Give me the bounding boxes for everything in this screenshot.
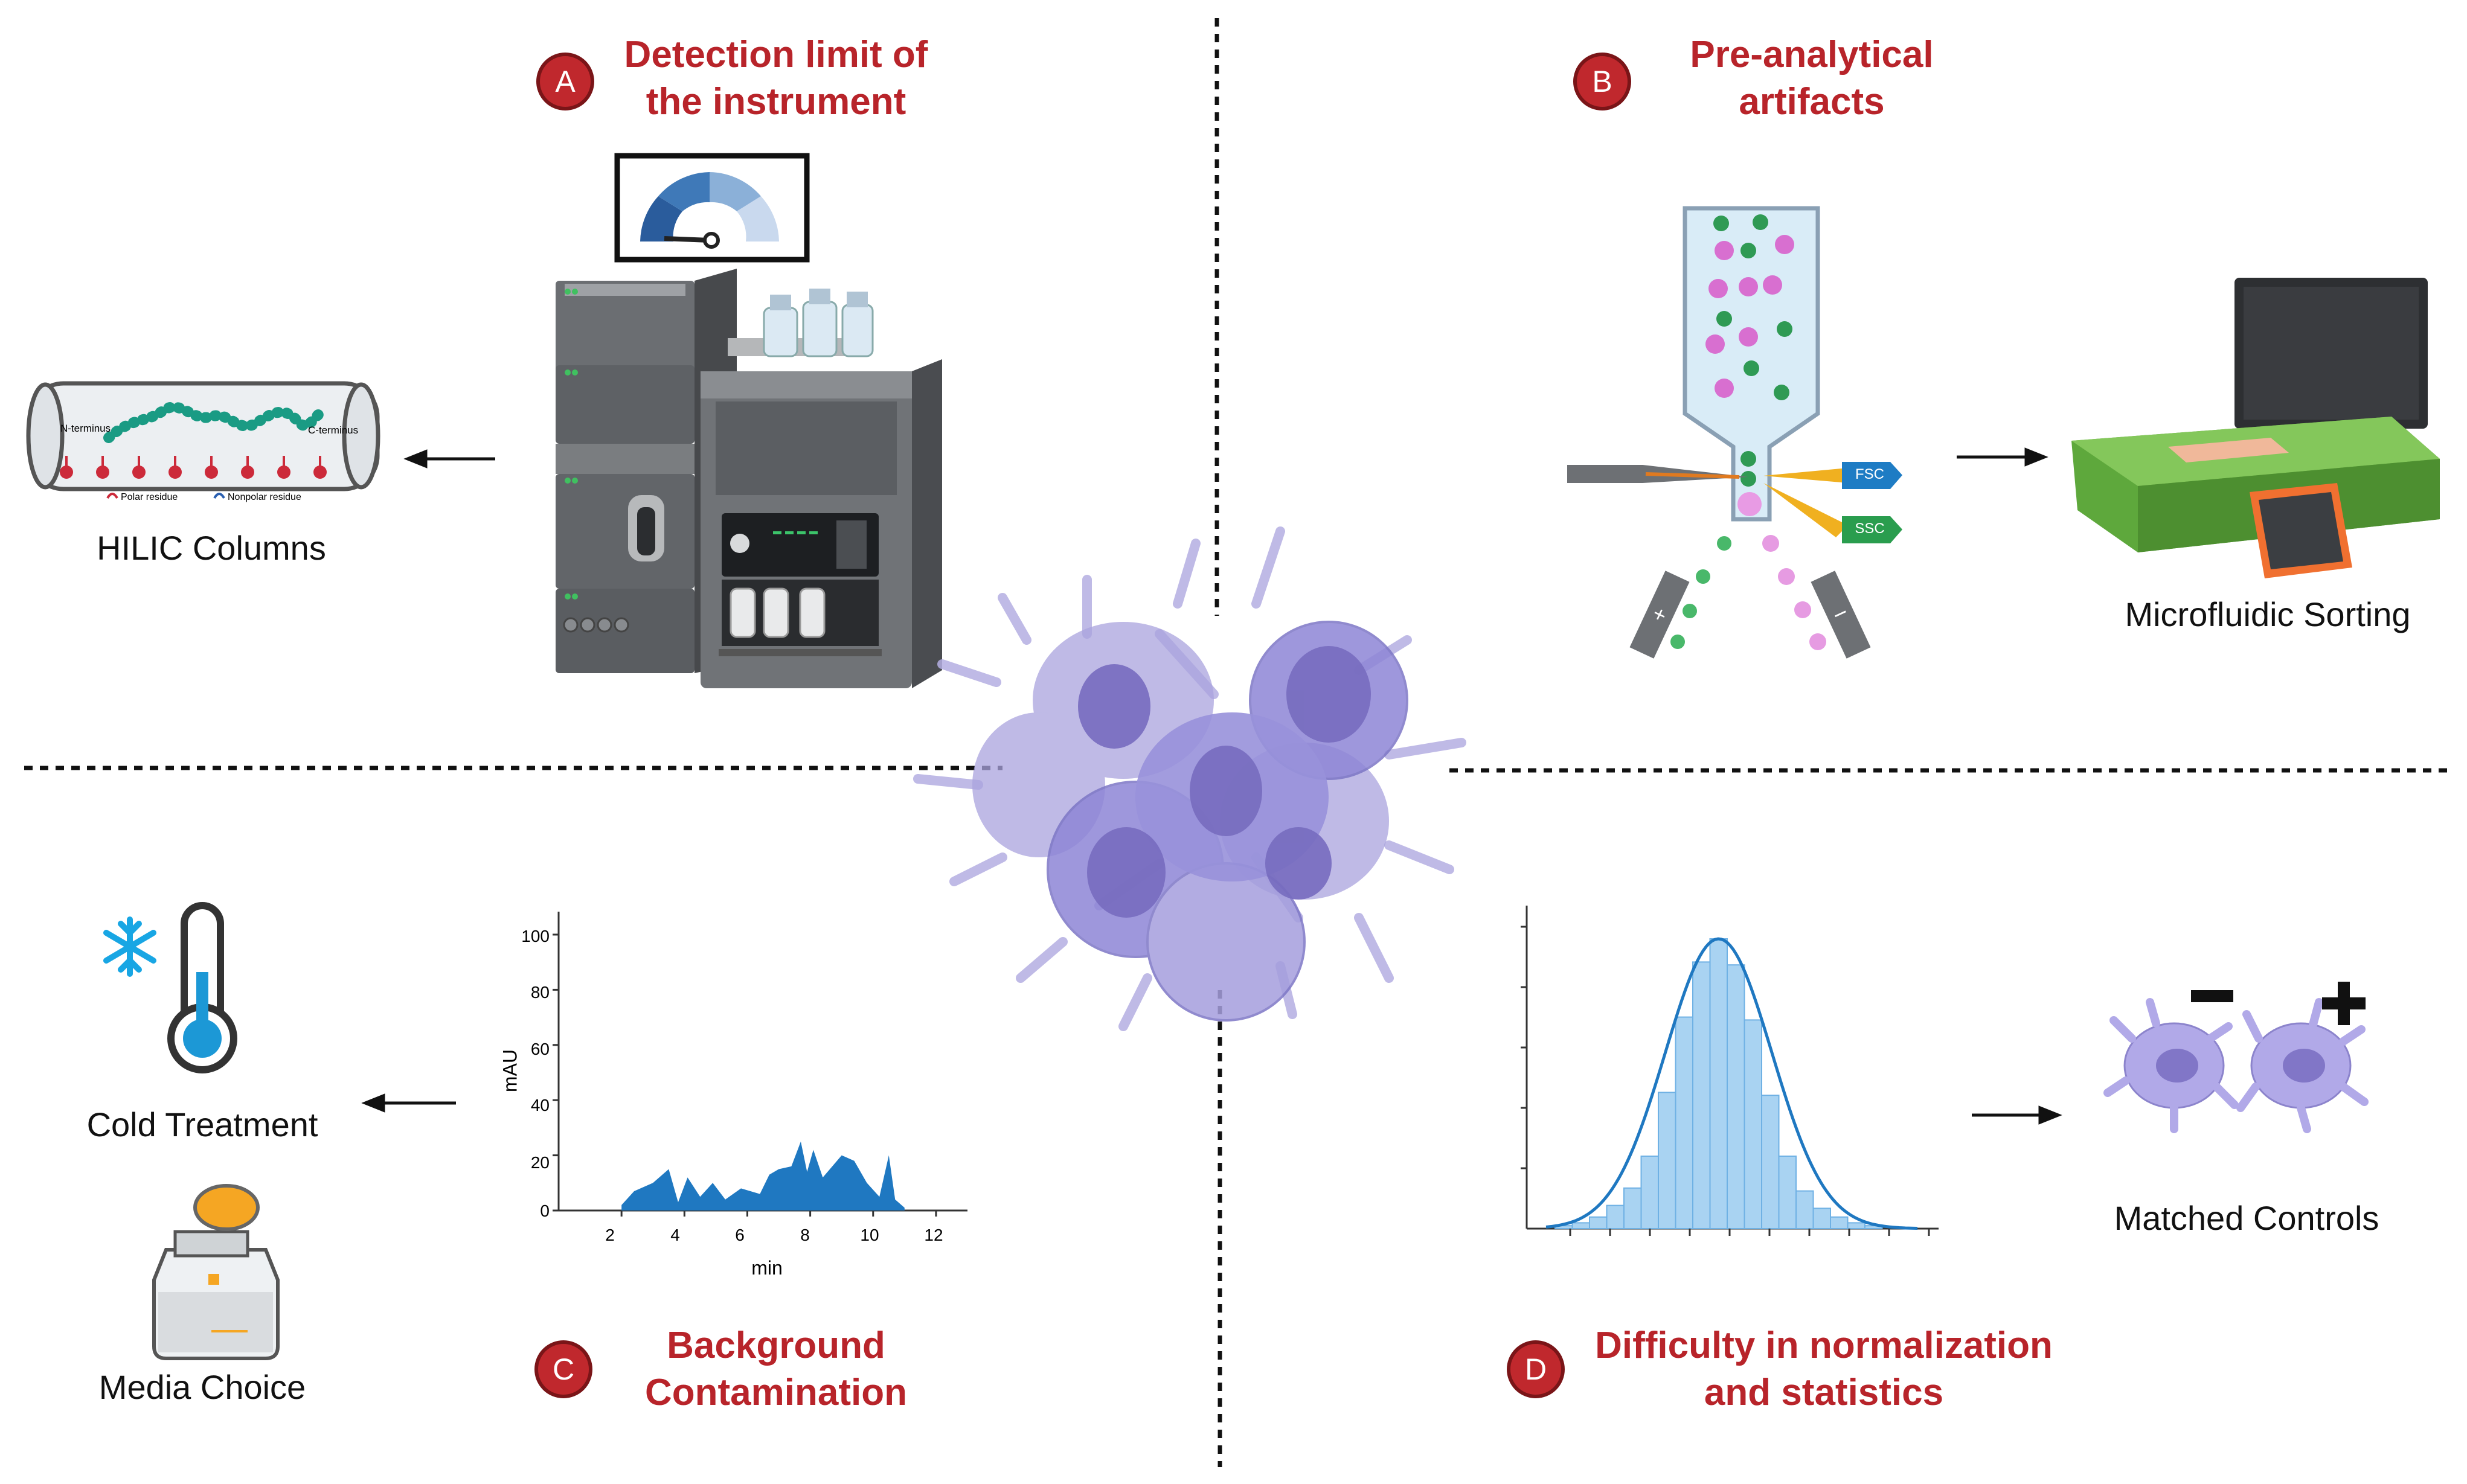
caption-microfluidic-sorting: Microfluidic Sorting: [2125, 595, 2411, 633]
chromatogram-y-tick: 20: [530, 1153, 550, 1172]
panel-title-b-line2: artifacts: [1739, 81, 1885, 123]
chromatogram-xlabel: min: [751, 1257, 783, 1279]
arrow-b: [1957, 447, 2048, 467]
matched-controls-icon: [2103, 998, 2369, 1133]
c-terminus-label: C-terminus: [308, 424, 359, 436]
histogram-bar: [1606, 1204, 1625, 1229]
snowflake-icon: [103, 916, 156, 977]
chromatogram-x-tick: 4: [670, 1226, 680, 1244]
cell-cluster-icon: [913, 526, 1466, 1031]
chromatogram-x-tick: 10: [860, 1226, 879, 1244]
panel-title-d: Difficulty in normalization and statisti…: [1564, 1322, 2084, 1416]
caption-cold-treatment: Cold Treatment: [86, 1105, 318, 1143]
minus-sign-icon: [2191, 990, 2233, 1002]
histogram-bar: [1709, 938, 1728, 1229]
gauge-icon: [614, 153, 810, 263]
polar-residue-legend: Polar residue: [121, 492, 178, 502]
chromatogram-y-tick: 80: [530, 983, 550, 1002]
caption-hilic-columns: HILIC Columns: [97, 529, 326, 567]
panel-title-b: Pre-analytical artifacts: [1631, 31, 1993, 126]
arrow-c: [361, 1093, 456, 1113]
chromatogram-x-tick: 8: [800, 1226, 810, 1244]
chromatogram-x-tick: 12: [924, 1226, 943, 1244]
caption-matched-controls: Matched Controls: [2114, 1199, 2379, 1237]
histogram-bar: [1727, 964, 1745, 1229]
histogram-bar: [1675, 1016, 1693, 1229]
panel-title-c-line1: Background: [667, 1325, 885, 1366]
panel-badge-d: D: [1507, 1340, 1565, 1398]
panel-title-b-line1: Pre-analytical: [1690, 34, 1934, 75]
chromatogram-y-tick: 0: [540, 1201, 550, 1220]
arrow-d: [1972, 1105, 2062, 1125]
media-bottle-icon: [152, 1184, 280, 1360]
ssc-label: SSC: [1855, 520, 1885, 537]
panel-title-a-line1: Detection limit of: [624, 34, 928, 75]
histogram-fit-curve: [1545, 937, 1918, 1230]
chromatogram-axes: [557, 912, 967, 1212]
panel-badge-a: A: [536, 53, 594, 110]
panel-badge-b: B: [1573, 53, 1631, 110]
histogram-bar: [1589, 1216, 1608, 1230]
histogram-bar: [1847, 1222, 1865, 1230]
chromatogram-y-tick: 60: [530, 1040, 550, 1058]
sorting-device-icon: [2071, 278, 2440, 578]
histogram-bar: [1778, 1156, 1797, 1229]
hilic-column-icon: [26, 381, 380, 499]
fsc-label: FSC: [1855, 466, 1884, 482]
panel-title-d-line2: and statistics: [1704, 1372, 1944, 1413]
histogram-bar: [1744, 1019, 1762, 1230]
histogram-bar: [1761, 1095, 1780, 1229]
histogram-bar: [1623, 1187, 1642, 1230]
histogram-bar: [1571, 1222, 1590, 1230]
histogram-bar: [1812, 1207, 1831, 1230]
thermometer-icon: [167, 902, 237, 1073]
histogram-bar: [1830, 1216, 1849, 1230]
panel-badge-c: C: [534, 1340, 592, 1398]
arrow-a: [403, 449, 495, 469]
chromatogram-y-tick: 100: [521, 927, 550, 945]
n-terminus-label: N-terminus: [60, 423, 111, 434]
flow-sorter-icon: + −: [1567, 206, 1902, 659]
panel-title-c-line2: Contamination: [645, 1372, 907, 1413]
nonpolar-residue-legend: Nonpolar residue: [228, 492, 301, 502]
divider-lines: [24, 18, 2452, 1467]
chromatogram: [553, 933, 937, 1217]
caption-media-choice: Media Choice: [98, 1368, 306, 1406]
panel-title-a-line2: the instrument: [646, 81, 906, 123]
chromatogram-ylabel: mAU: [499, 1049, 521, 1093]
chromatogram-x-tick: 6: [735, 1226, 745, 1244]
panel-title-a: Detection limit of the instrument: [595, 31, 957, 126]
histogram-bar: [1658, 1092, 1676, 1230]
histogram-bar: [1795, 1190, 1814, 1229]
panel-title-d-line1: Difficulty in normalization: [1595, 1325, 2053, 1366]
histogram-bar: [1640, 1156, 1659, 1229]
histogram-bar: [1692, 961, 1711, 1230]
panel-title-c: Background Contamination: [595, 1322, 957, 1416]
chromatogram-trace: [621, 1141, 905, 1211]
chromatogram-y-tick: 40: [530, 1096, 550, 1115]
histogram: [1521, 926, 1930, 1236]
hplc-instrument-icon: [556, 269, 942, 688]
chromatogram-x-tick: 2: [605, 1226, 615, 1244]
plus-sign-icon: [2322, 982, 2366, 1025]
